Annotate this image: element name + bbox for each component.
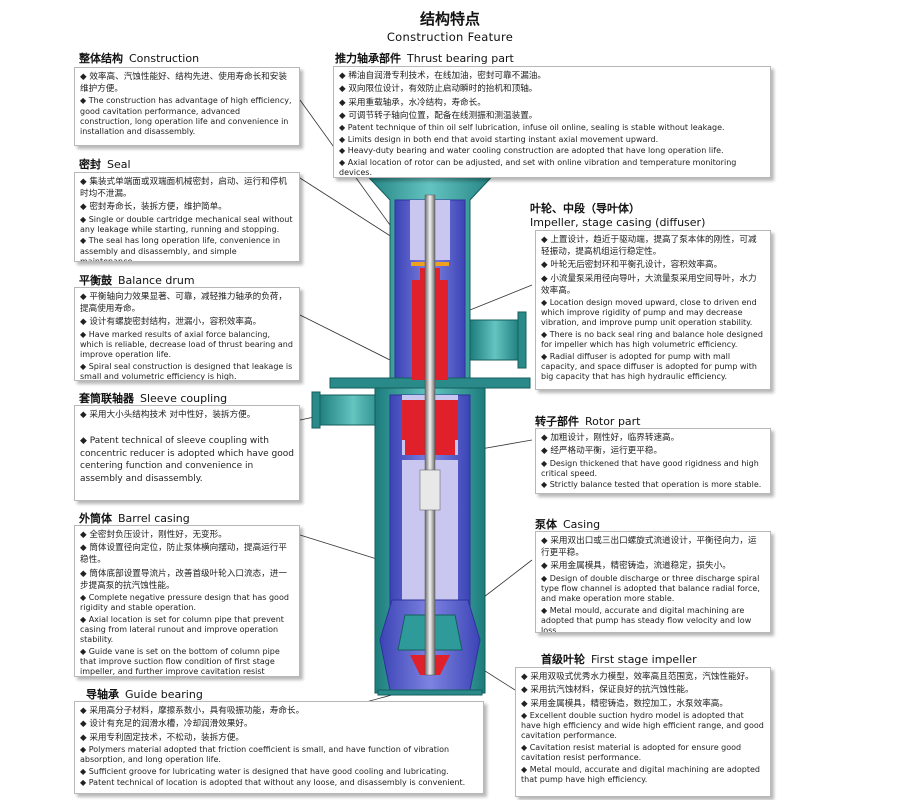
section-heading-construction: 整体结构 Construction <box>79 50 199 66</box>
callout-line: ◆ Heavy-duty bearing and water cooling c… <box>339 146 724 156</box>
callout-line: ◆ Guide vane is set on the bottom of col… <box>80 646 280 676</box>
heading-zh: 推力轴承部件 <box>335 52 401 65</box>
callout-line: ◆ 采用双吸式优秀水力模型，效率高且范围宽，汽蚀性能好。 <box>521 672 754 682</box>
heading-zh: 密封 <box>79 158 101 171</box>
heading-en: Thrust bearing part <box>407 52 514 65</box>
callout-line: ◆ 加粗设计，刚性好，临界转速高。 <box>541 433 680 443</box>
heading-zh: 首级叶轮 <box>541 653 585 666</box>
heading-zh: 转子部件 <box>535 415 579 428</box>
heading-zh: 整体结构 <box>79 52 123 65</box>
callout-line: ◆ 集装式单端面或双端面机械密封，启动、运行和停机时均不泄漏。 <box>80 177 287 199</box>
section-heading-first-stage-impeller: 首级叶轮 First stage impeller <box>541 651 697 667</box>
callout-line: ◆ Patent technique of thin oil self lubr… <box>339 123 725 133</box>
callout-box-balance-drum: ◆ 平衡轴向力效果显著、可靠，减轻推力轴承的负荷，提高使用寿命。 ◆ 设计有螺旋… <box>74 287 300 381</box>
callout-box-guide-bearing: ◆ 采用高分子材料，摩擦系数小，具有吸振功能，寿命长。 ◆ 设计有充足的润滑水槽… <box>74 701 484 794</box>
heading-zh: 泵体 <box>535 518 557 531</box>
heading-en: Guide bearing <box>125 688 203 701</box>
callout-line: ◆ Excellent double suction hydro model i… <box>521 710 764 741</box>
callout-line: ◆ The construction has advantage of high… <box>80 96 292 136</box>
section-heading-barrel-casing: 外筒体 Barrel casing <box>79 510 190 526</box>
callout-line: ◆ Design thickened that have good rigidn… <box>541 458 759 478</box>
callout-line: ◆ 叶轮无后密封环和平衡孔设计，容积效率高。 <box>541 260 723 271</box>
callout-line: ◆ Limits design in both end that avoid s… <box>339 134 659 144</box>
callout-line: ◆ 小流量泵采用径向导叶，大流量泵采用空间导叶，水力效率高。 <box>541 273 757 296</box>
callout-line: ◆ Strictly balance tested that operation… <box>541 480 762 490</box>
callout-line: ◆ 采用双出口或三出口螺旋式流道设计，平衡径向力，运行更平稳。 <box>541 536 757 558</box>
callout-line: ◆ Cavitation resist material is adopted … <box>521 742 742 762</box>
callout-line: ◆ Polymers material adopted that frictio… <box>80 744 450 765</box>
callout-line: ◆ 采用大小头结构技术 对中性好，装拆方便。 <box>80 410 256 420</box>
callout-line: ◆ Radial diffuser is adopted for pump wi… <box>541 351 757 381</box>
heading-zh: 导轴承 <box>86 688 119 701</box>
callout-line: ◆ 效率高、汽蚀性能好、结构先进、使用寿命长和安装维护方便。 <box>80 72 287 94</box>
callout-box-thrust-bearing: ◆ 稀油自润滑专利技术，在线加油，密封可靠不漏油。 ◆ 双向限位设计，有效防止启… <box>333 66 771 178</box>
callout-box-rotor: ◆ 加粗设计，刚性好，临界转速高。 ◆ 经严格动平衡，运行更平稳。 ◆ Desi… <box>535 428 771 494</box>
heading-en: Rotor part <box>585 415 641 428</box>
heading-en: Sleeve coupling <box>140 392 228 405</box>
callout-line: ◆ 设计有充足的润滑水槽，冷却润滑效果好。 <box>80 719 253 730</box>
section-heading-balance-drum: 平衡鼓 Balance drum <box>79 272 195 288</box>
heading-en: Barrel casing <box>118 512 190 525</box>
page-subtitle: Construction Feature <box>386 30 514 44</box>
callout-line: ◆ Design of double discharge or three di… <box>541 573 760 603</box>
heading-en: First stage impeller <box>591 653 697 666</box>
heading-zh: 叶轮、中段（导叶体） <box>530 202 640 215</box>
callout-line: ◆ 筒体设置径向定位，防止泵体横向摆动，提高运行平稳性。 <box>80 543 287 566</box>
callout-line: ◆ Patent technical of sleeve coupling wi… <box>80 436 294 484</box>
callout-line: ◆ Patent technical of location is adopte… <box>80 778 466 788</box>
callout-line: ◆ 采用重载轴承，水冷结构，寿命长。 <box>339 97 486 108</box>
callout-line: ◆ 采用金属模具，精密铸造，数控加工，水泵效率高。 <box>521 698 728 709</box>
callout-line: ◆ 双向限位设计，有效防止启动瞬时的抬机和顶轴。 <box>339 84 538 95</box>
section-heading-thrust-bearing: 推力轴承部件 Thrust bearing part <box>335 50 514 66</box>
heading-en: Construction <box>129 52 200 65</box>
heading-en: Casing <box>563 518 601 531</box>
callout-line: ◆ Have marked results of axial force bal… <box>80 329 293 359</box>
callout-box-impeller-stage: ◆ 上置设计，趋近于驱动端，提高了泵本体的刚性，可减轻振动，提高机组运行稳定性。… <box>535 230 771 390</box>
callout-line: ◆ 采用抗汽蚀材料，保证良好的抗汽蚀性能。 <box>521 685 694 696</box>
callout-line: ◆ Metal mould, accurate and digital mach… <box>541 605 752 633</box>
heading-zh: 外筒体 <box>79 512 112 525</box>
callout-box-casing: ◆ 采用双出口或三出口螺旋式流道设计，平衡径向力，运行更平稳。 ◆ 采用金属模具… <box>535 531 771 633</box>
callout-box-barrel-casing: ◆ 全密封负压设计，刚性好，无变形。 ◆ 筒体设置径向定位，防止泵体横向摆动，提… <box>74 525 300 677</box>
callout-line: ◆ Single or double cartridge mechanical … <box>80 214 293 234</box>
section-heading-casing: 泵体 Casing <box>535 516 600 532</box>
section-heading-guide-bearing: 导轴承 Guide bearing <box>86 686 203 702</box>
callout-line: ◆ 密封寿命长，装拆方便，维护简单。 <box>80 202 227 213</box>
callout-box-first-stage-impeller: ◆ 采用双吸式优秀水力模型，效率高且范围宽，汽蚀性能好。 ◆ 采用抗汽蚀材料，保… <box>515 667 771 797</box>
callout-line: ◆ Spiral seal construction is designed t… <box>80 361 293 381</box>
callout-line: ◆ The seal has long operation life, conv… <box>80 236 281 262</box>
section-heading-rotor: 转子部件 Rotor part <box>535 413 641 429</box>
callout-line: ◆ 采用金属模具，精密铸造，流道稳定，损失小。 <box>541 561 731 572</box>
callout-line: ◆ 设计有螺旋密封结构，泄漏小，容积效率高。 <box>80 317 262 328</box>
callout-line: ◆ There is no back seal ring and balance… <box>541 329 763 349</box>
callout-box-sleeve-coupling: ◆ 采用大小头结构技术 对中性好，装拆方便。 ◆ Patent technica… <box>74 405 300 501</box>
heading-en: Balance drum <box>118 274 195 287</box>
heading-en: Impeller, stage casing (diffuser) <box>530 216 706 229</box>
callout-line: ◆ 采用高分子材料，摩擦系数小，具有吸振功能，寿命长。 <box>80 706 305 716</box>
callout-box-seal: ◆ 集装式单端面或双端面机械密封，启动、运行和停机时均不泄漏。 ◆ 密封寿命长，… <box>74 172 300 262</box>
callout-line: ◆ 全密封负压设计，刚性好，无变形。 <box>80 530 227 540</box>
section-heading-impeller-stage: 叶轮、中段（导叶体） Impeller, stage casing (diffu… <box>530 202 705 230</box>
callout-line: ◆ Metal mould, accurate and digital mach… <box>521 764 760 784</box>
callout-line: ◆ 经严格动平衡，运行更平稳。 <box>541 446 663 457</box>
page-title: 结构特点 <box>419 10 480 28</box>
callout-line: ◆ Sufficient groove for lubricating wate… <box>80 766 449 776</box>
callout-line: ◆ 采用专利固定技术，不松动，装拆方便。 <box>80 732 245 743</box>
section-heading-sleeve-coupling: 套筒联轴器 Sleeve coupling <box>79 390 227 406</box>
callout-line: ◆ 可调节转子轴向位置，配备在线测振和测温装置。 <box>339 110 538 121</box>
callout-line: ◆ 筒体底部设置导流片，改善首级叶轮入口流态，进一步提高泵的抗汽蚀性能。 <box>80 568 287 591</box>
heading-en: Seal <box>107 158 131 171</box>
callout-line: ◆ Axial location is set for column pipe … <box>80 614 284 644</box>
heading-zh: 套筒联轴器 <box>79 392 134 405</box>
callout-line: ◆ 稀油自润滑专利技术，在线加油，密封可靠不漏油。 <box>339 71 546 81</box>
callout-box-construction: ◆ 效率高、汽蚀性能好、结构先进、使用寿命长和安装维护方便。 ◆ The con… <box>74 67 300 146</box>
section-heading-seal: 密封 Seal <box>79 156 131 172</box>
callout-line: ◆ 上置设计，趋近于驱动端，提高了泵本体的刚性，可减轻振动，提高机组运行稳定性。 <box>541 235 757 257</box>
callout-line: ◆ Complete negative pressure design that… <box>80 592 289 613</box>
callout-line: ◆ Axial location of rotor can be adjuste… <box>339 157 737 177</box>
callout-line: ◆ 平衡轴向力效果显著、可靠，减轻推力轴承的负荷，提高使用寿命。 <box>80 292 287 314</box>
heading-zh: 平衡鼓 <box>79 274 112 287</box>
callout-line: ◆ Location design moved upward, close to… <box>541 297 757 328</box>
